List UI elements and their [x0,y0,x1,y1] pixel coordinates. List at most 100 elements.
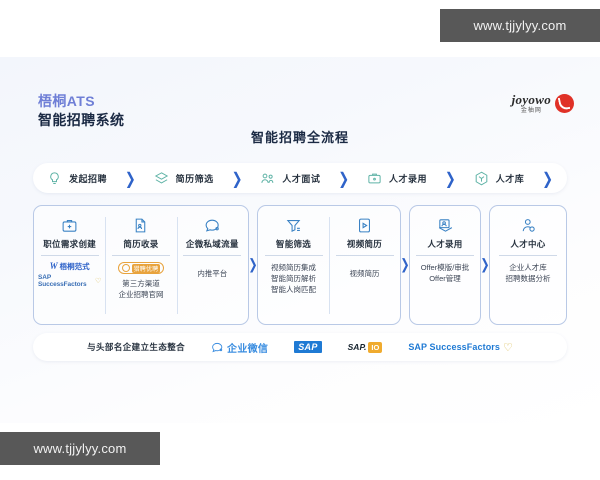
liepin-badge: 猎聘优聘 [117,262,165,274]
feature-cards: 职位需求创建 W 梧桐范式 SAP SuccessFactors ♡ 简历收录 … [33,205,567,325]
slide-canvas: 梧桐ATS 智能招聘系统 joyowo 金柚网 智能招聘全流程 发起招聘 ❯ 简… [0,57,600,423]
process-flow-bar: 发起招聘 ❯ 简历筛选 ❯ 人才面试 ❯ 人才录用 ❯ 人才库 ❯ [33,163,567,193]
divider [183,255,242,256]
flow-step-5-label: 人才库 [495,173,525,184]
card-screening[interactable]: 智能筛选 视频简历集成 智能简历解析 智能人岗匹配 视频简历 视频简历 [257,205,401,325]
successfactors-label: SAP SuccessFactors [38,274,87,288]
wutong-tag-label: 梧桐范式 [59,261,90,271]
list-item: 智能简历解析 [271,274,316,283]
card-connector-3: ❯ [480,205,490,325]
briefcase-icon [368,173,381,183]
card1-col-resume-collect[interactable]: 简历收录 猎聘优聘 第三方渠道 企业招聘官网 [105,213,176,318]
offer-icon [438,219,452,232]
wecom-chat-icon [212,342,223,352]
brand-secondary: 智能招聘系统 [38,112,125,128]
divider [111,255,170,256]
watermark-bottom-left: www.tjjylyy.com [0,432,160,465]
sapio-badge: IO [368,341,383,353]
flow-separator-4: ❯ [444,168,456,188]
flow-step-2-label: 简历筛选 [175,173,214,184]
sap-logo: SAP [294,341,322,353]
resume-icon [136,218,146,233]
flow-step-4[interactable]: 人才录用 [367,171,427,186]
card-hiring[interactable]: 人才录用 Offer模版/审批 Offer管理 [409,205,481,325]
card1-col3-title: 企微私域流量 [185,239,239,249]
flow-step-4-label: 人才录用 [389,173,428,184]
logo-name: joyowo [511,92,551,107]
card-talent-center[interactable]: 人才中心 企业人才库 招聘数据分析 [489,205,567,325]
sapio-name: SAP. [347,342,367,352]
list-item: Offer管理 [429,274,461,283]
card4-col-talent[interactable]: 人才中心 企业人才库 招聘数据分析 [490,213,566,318]
flow-step-3-label: 人才面试 [282,173,321,184]
wutong-tag: W 梧桐范式 [50,262,90,271]
flow-step-2[interactable]: 简历筛选 [154,171,214,186]
card1-col1-title: 职位需求创建 [43,239,97,249]
flow-step-1[interactable]: 发起招聘 [47,171,107,186]
logo-text: joyowo 金柚网 [512,93,551,114]
watermark-top-right: www.tjjylyy.com [440,9,600,42]
list-item: 招聘数据分析 [505,274,551,283]
card1-col2-title: 简历收录 [123,239,159,249]
lightbulb-icon [50,171,59,184]
partners-lead-text: 与头部名企建立生态整合 [87,342,186,352]
chevron-right-icon: ❯ [480,256,490,273]
list-item: Offer模版/审批 [420,263,470,272]
list-item: 内推平台 [197,269,228,278]
heart-icon: ♡ [95,278,102,285]
wecom-logo: 企业微信 [211,340,268,355]
card2-col-video-resume[interactable]: 视频简历 视频简历 [329,213,400,318]
divider [335,255,394,256]
flow-step-3[interactable]: 人才面试 [260,171,320,186]
chevron-right-icon: ❯ [248,256,258,273]
card3-col-offer[interactable]: 人才录用 Offer模版/审批 Offer管理 [410,213,480,318]
card1-col-wecom-traffic[interactable]: 企微私域流量 内推平台 [176,213,248,318]
people-icon [261,173,274,183]
chevron-right-icon: ❯ [400,256,410,273]
flow-separator-5: ❯ [542,168,553,188]
card-connector-1: ❯ [248,205,258,325]
heart-icon: ♡ [503,341,513,354]
successfactors-tag: SAP SuccessFactors ♡ [38,274,102,288]
logo-sub: 金柚网 [520,108,542,114]
card-recruitment-start[interactable]: 职位需求创建 W 梧桐范式 SAP SuccessFactors ♡ 简历收录 … [33,205,249,325]
list-item: 视频简历 [349,269,380,278]
flow-separator-2: ❯ [231,168,243,188]
list-item: 企业招聘官网 [118,290,164,299]
list-item: 第三方渠道 [122,279,160,288]
list-item: 企业人才库 [509,263,547,272]
card2-col1-title: 智能筛选 [275,239,312,249]
successfactors-logo: SAP SuccessFactors ♡ [408,341,513,354]
flow-step-1-label: 发起招聘 [69,173,108,184]
brand-block: 梧桐ATS 智能招聘系统 [38,93,124,129]
card4-col1-title: 人才中心 [510,239,546,249]
brand-primary: 梧桐ATS [38,93,95,109]
divider [40,255,99,256]
layers-icon [154,171,168,183]
chat-icon [205,219,219,232]
page-title: 智能招聘全流程 [250,130,349,145]
card-connector-2: ❯ [400,205,410,325]
cube-icon [475,171,487,185]
liepin-label: 猎聘优聘 [131,263,161,273]
wecom-label: 企业微信 [227,343,269,355]
divider [416,255,474,256]
partners-bar: 与头部名企建立生态整合 企业微信 SAP SAP. IO SAP Success… [33,333,567,361]
divider [264,255,323,256]
card2-col-smart-screen[interactable]: 智能筛选 视频简历集成 智能简历解析 智能人岗匹配 [258,213,329,318]
flow-step-5[interactable]: 人才库 [474,171,525,186]
card3-col1-title: 人才录用 [427,239,463,249]
liepin-dot-icon [121,264,130,272]
wutong-w-icon: W [49,261,58,271]
card1-col-job-request[interactable]: 职位需求创建 W 梧桐范式 SAP SuccessFactors ♡ [34,213,105,318]
sapio-logo: SAP. IO [347,341,383,353]
video-doc-icon [359,218,370,233]
flow-separator-3: ❯ [338,168,350,188]
talent-icon [522,219,535,232]
company-logo: joyowo 金柚网 [512,93,574,114]
job-card-icon [62,220,77,232]
filter-icon [286,220,301,233]
list-item: 视频简历集成 [271,263,316,272]
divider [499,255,557,256]
joyowo-pomelo-icon [555,94,574,113]
